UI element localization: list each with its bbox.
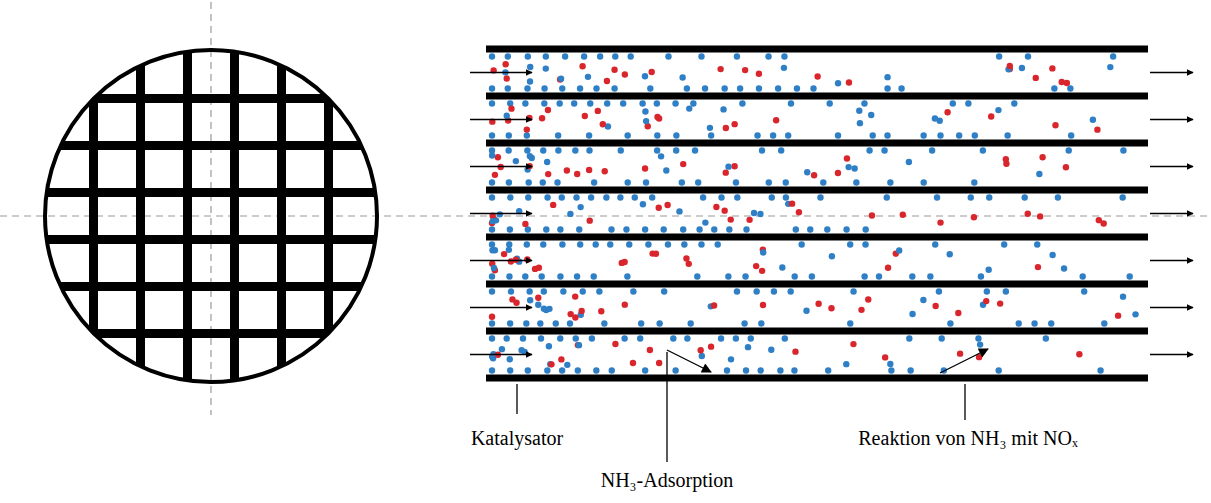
honeycomb-grid — [30, 40, 390, 400]
catalyst-cross-section — [45, 50, 377, 382]
process-label: NH₃-Adsorption — [601, 468, 734, 492]
center-lines — [0, 2, 1211, 415]
process-label: Reaktion von NH₃ mit NOₓ — [858, 426, 1077, 450]
channel-walls — [486, 46, 1148, 382]
flow-arrows — [470, 73, 1193, 355]
molecules — [489, 53, 1139, 373]
part-label: Katalysator — [471, 426, 563, 450]
